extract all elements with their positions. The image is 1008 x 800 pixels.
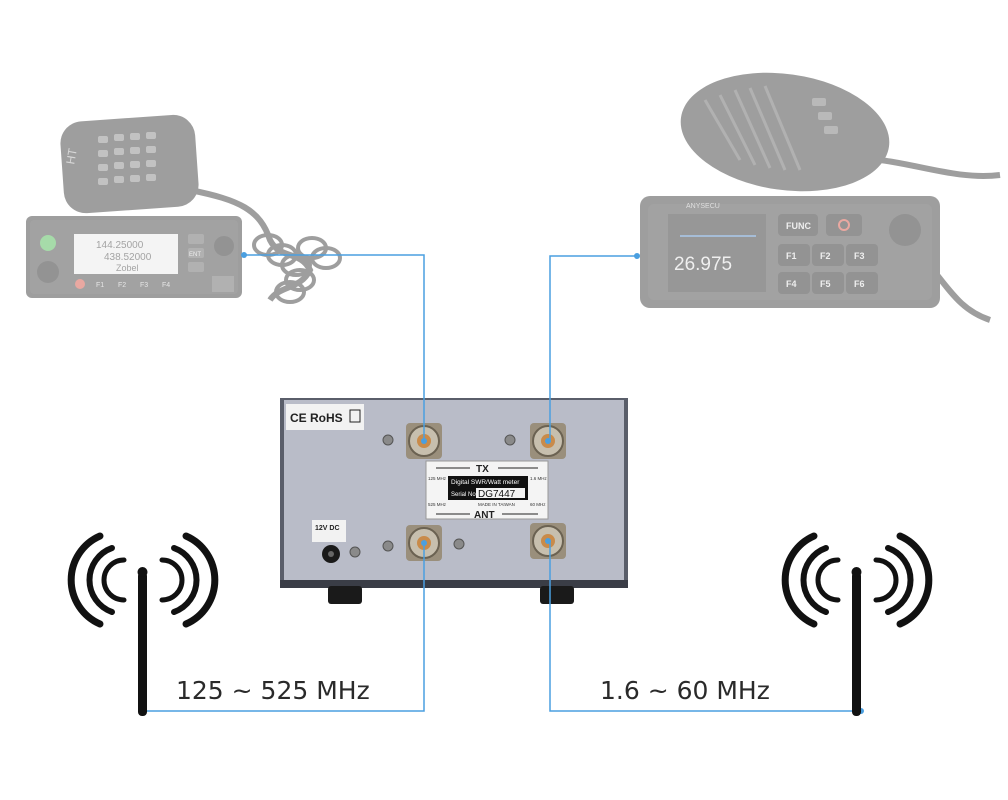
right-band-label: 1.6 ~ 60 MHz: [600, 676, 770, 705]
right-antenna-icon: [781, 532, 933, 716]
ant-label: ANT: [474, 510, 495, 521]
meter-foot-left: [328, 586, 362, 604]
right-radio-f6: F6: [854, 279, 865, 289]
screw-icon: [349, 546, 361, 558]
svg-text:HT: HT: [63, 147, 80, 166]
right-radio-microphone: [680, 72, 890, 192]
right-radio-brand: ANYSECU: [686, 203, 720, 210]
swr-watt-meter: CE RoHS: [280, 398, 628, 604]
right-bottom-range: 60 MHz: [530, 502, 546, 507]
dc-power-jack: 12V DC: [312, 520, 346, 563]
left-antenna-icon: [67, 532, 219, 716]
meter-title: Digital SWR/Watt meter: [451, 479, 520, 486]
left-radio-ent-label: ENT: [189, 252, 201, 258]
screw-icon: [504, 434, 516, 446]
line-meter-to-right-antenna: [549, 541, 861, 712]
right-radio-f3: F3: [854, 251, 865, 261]
junction-dot: [241, 252, 247, 258]
left-radio-display: [74, 234, 178, 274]
serial-prefix: Serial No.: [451, 492, 478, 498]
junction-dot: [634, 253, 640, 259]
left-bottom-range: 525 MHz: [428, 502, 447, 507]
left-radio-f4: F4: [162, 282, 170, 289]
right-radio-f5: F5: [820, 279, 831, 289]
tx-label: TX: [476, 464, 489, 475]
right-radio-display: [668, 214, 766, 292]
right-hf-cb-radio: ANYSECU 26.975 FUNC F1 F2 F3 F4 F5 F6: [640, 72, 1001, 323]
screw-icon: [382, 540, 394, 552]
right-radio-f4: F4: [786, 279, 797, 289]
made-in-label: MADE IN TAIWAN: [478, 502, 515, 507]
meter-foot-right: [540, 586, 574, 604]
left-radio-f2: F2: [118, 282, 126, 289]
left-top-range: 125 MHz: [428, 476, 447, 481]
serial-number: DG7447: [478, 489, 516, 500]
right-radio-display-freq: 26.975: [674, 254, 732, 275]
line-left-radio-to-meter: [244, 254, 425, 441]
screw-icon: [453, 538, 465, 550]
right-radio-f1: F1: [786, 251, 797, 261]
left-radio-display-line1: 144.25000: [96, 240, 144, 251]
connector-ant-right: [530, 523, 566, 559]
right-top-range: 1.6 MHz: [530, 476, 548, 481]
left-radio-f1: F1: [96, 282, 104, 289]
cert-marks-text: CE RoHS: [290, 411, 343, 425]
line-meter-to-left-antenna: [143, 543, 425, 712]
cert-label: [286, 404, 364, 430]
left-band-label: 125 ~ 525 MHz: [176, 676, 370, 705]
left-radio-coiled-cord: [189, 187, 314, 302]
meter-info-label: TX Digital SWR/Watt meter Serial No. DG7…: [425, 460, 549, 521]
connector-tx-right: [530, 423, 566, 459]
screw-icon: [382, 434, 394, 446]
left-radio-display-line3: Zobel: [116, 263, 139, 273]
left-radio-display-line2: 438.52000: [104, 252, 152, 263]
power-label: 12V DC: [315, 525, 340, 532]
left-radio-microphone: HT: [60, 114, 199, 214]
connection-lines: [143, 254, 861, 712]
left-radio-f3: F3: [140, 282, 148, 289]
right-radio-f2: F2: [820, 251, 831, 261]
line-right-radio-to-meter: [549, 255, 637, 441]
right-radio-func-label: FUNC: [786, 221, 811, 231]
left-vhf-uhf-radio: HT 144.25000 438.52000 Zobel ENT F1 F2 F…: [26, 114, 342, 304]
